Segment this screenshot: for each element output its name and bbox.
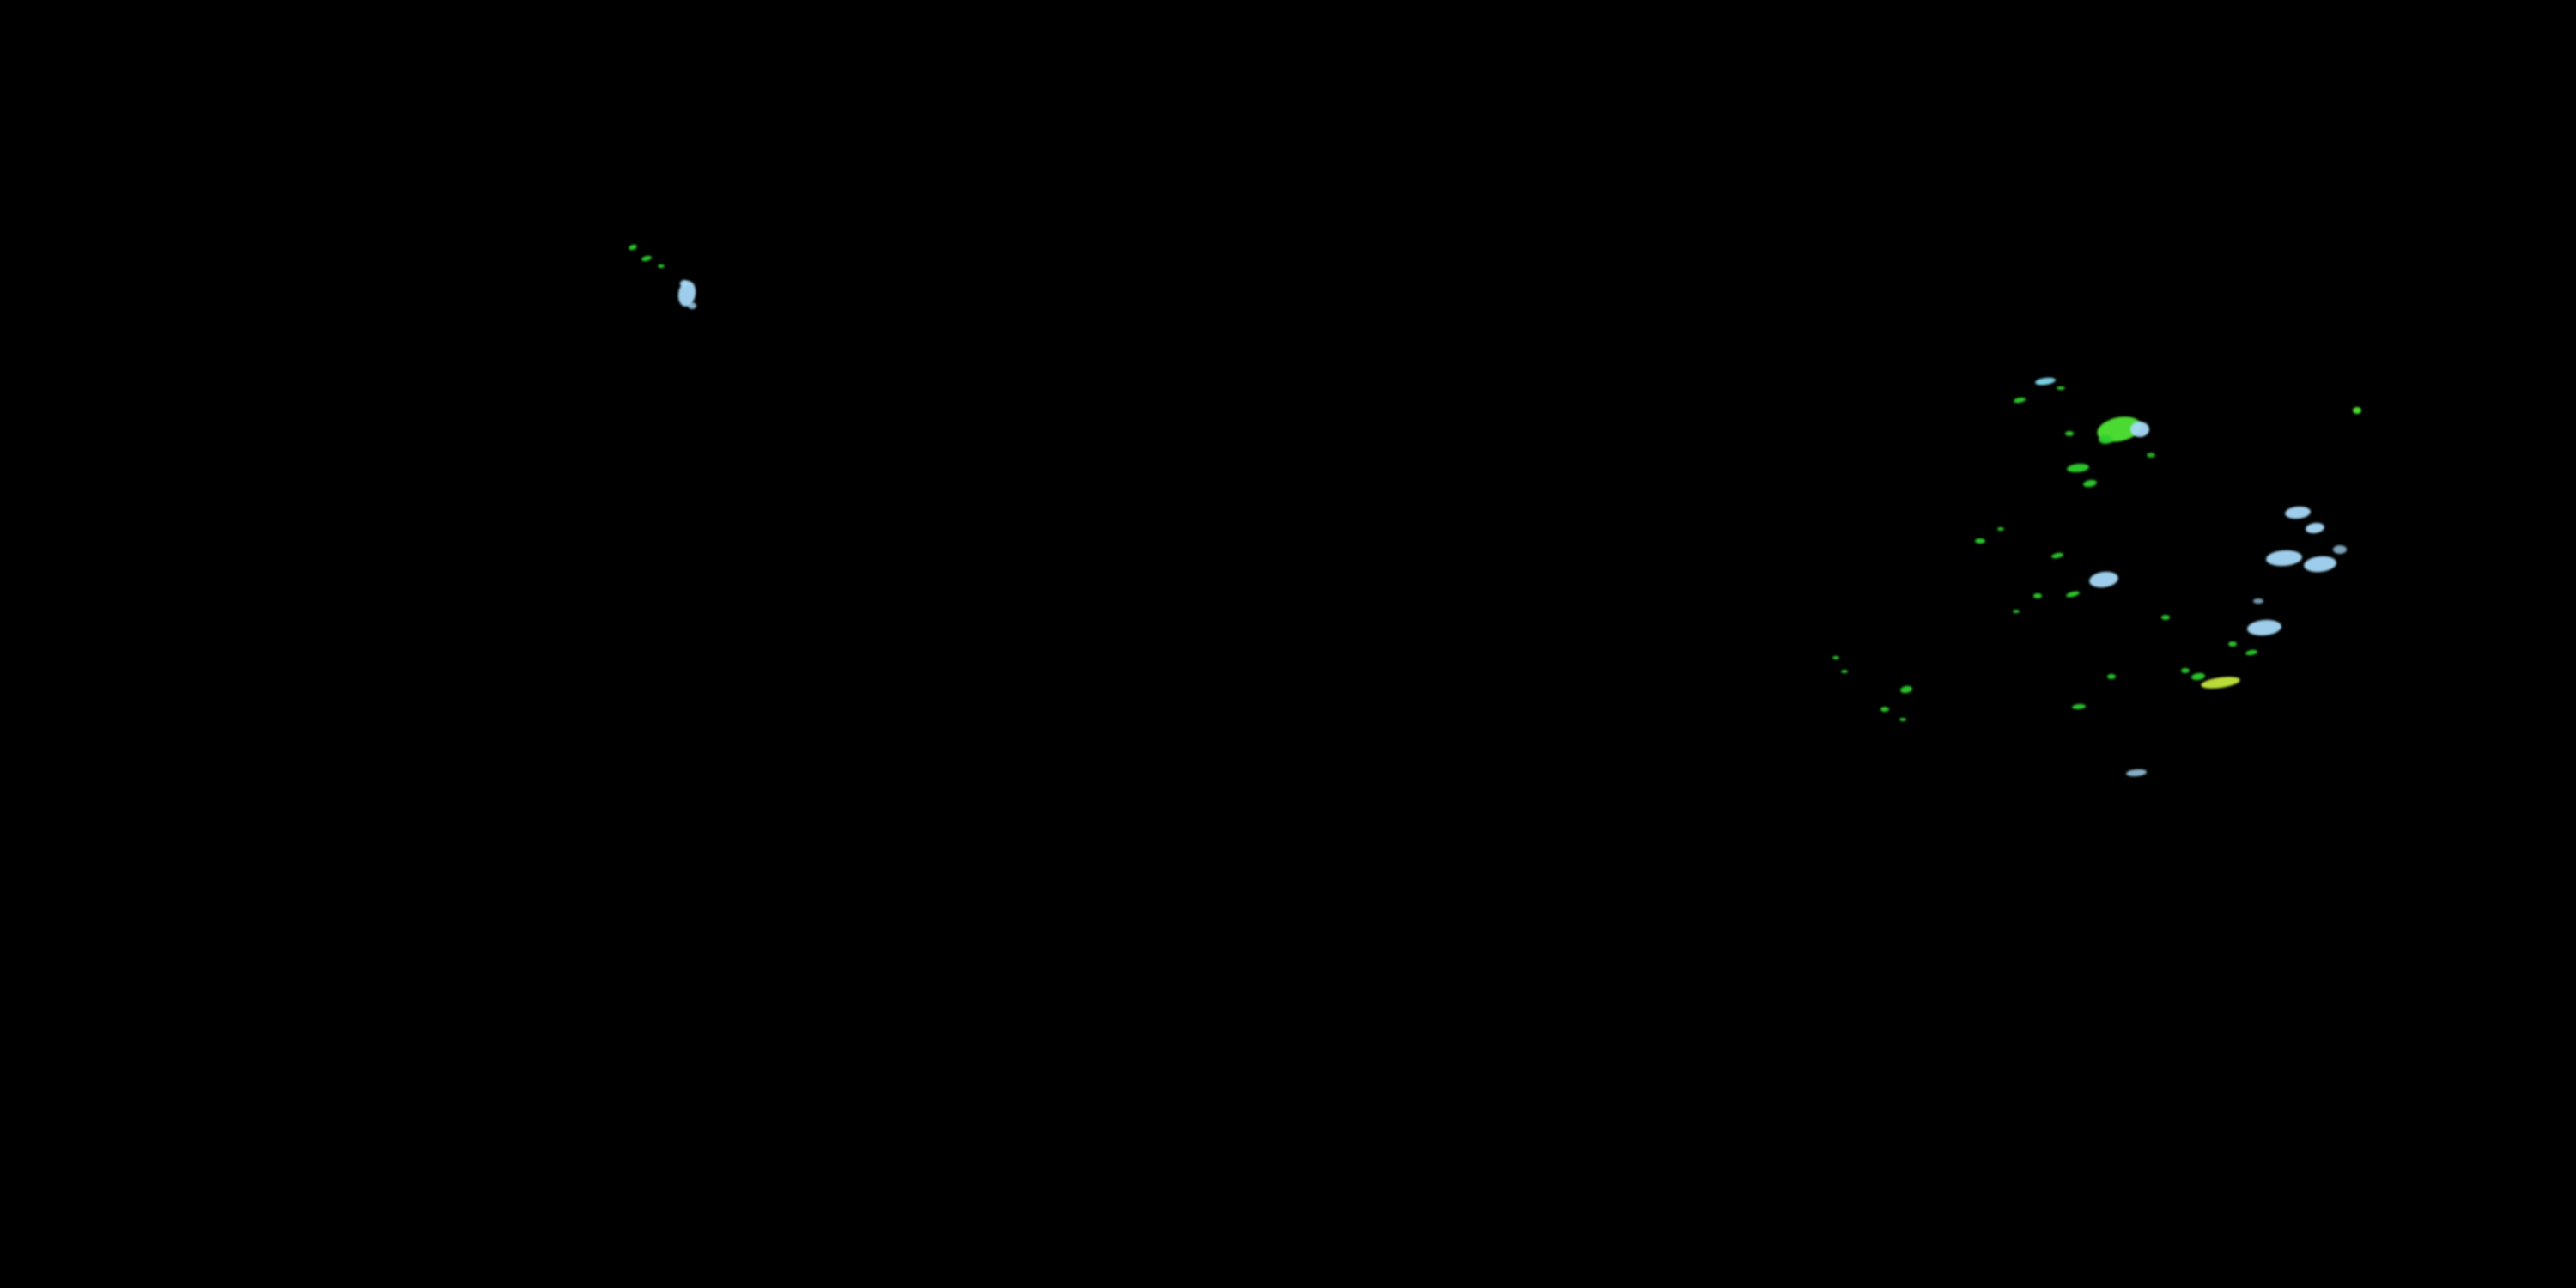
radar-echo-blob xyxy=(2126,769,2147,777)
radar-echo-blob xyxy=(2067,463,2089,473)
radar-echo-blob xyxy=(677,281,696,307)
radar-echo-blob xyxy=(2013,610,2020,613)
radar-echo-blob xyxy=(2253,598,2263,604)
radar-echo-blob xyxy=(1880,707,1889,712)
radar-echo-blob xyxy=(658,264,665,268)
radar-echo-blob xyxy=(2051,552,2063,559)
radar-echo-blob xyxy=(2033,593,2042,598)
radar-echo-blob xyxy=(2147,453,2155,458)
radar-echo-blob xyxy=(2014,397,2026,404)
radar-echo-blob xyxy=(2191,672,2205,681)
radar-echo-blob xyxy=(1975,538,1985,544)
radar-echo-blob xyxy=(2130,422,2149,437)
radar-echo-blob xyxy=(1899,718,1906,721)
radar-echo-blob xyxy=(2247,619,2281,636)
radar-echo-blob xyxy=(2097,416,2142,442)
radar-echo-blob xyxy=(629,244,637,251)
radar-echo-blob xyxy=(2245,649,2257,656)
radar-echo-blob xyxy=(2065,431,2074,436)
radar-echo-blob xyxy=(2353,407,2361,414)
radar-echo-blob xyxy=(2099,435,2112,444)
radar-echo-blob xyxy=(2035,377,2056,386)
radar-echo-blob xyxy=(1900,685,1912,694)
radar-echo-blob xyxy=(2285,506,2311,519)
radar-echo-blob xyxy=(2083,479,2097,488)
radar-echo-blob xyxy=(2057,386,2065,390)
radar-echo-blob xyxy=(2333,545,2347,554)
radar-echo-blob xyxy=(2066,591,2080,598)
radar-echo-blob xyxy=(2201,677,2240,689)
radar-echo-blob xyxy=(1832,656,1839,659)
radar-echo-blob xyxy=(1997,527,2004,531)
radar-echo-blob xyxy=(2306,522,2324,534)
radar-echo-blob xyxy=(2107,674,2116,679)
radar-echo-group xyxy=(629,244,2361,777)
radar-echo-blob xyxy=(2072,703,2086,710)
radar-echo-blob xyxy=(2089,571,2118,588)
radar-echo-blob xyxy=(688,302,696,309)
radar-echo-blob xyxy=(641,255,652,262)
radar-echo-blob xyxy=(2181,668,2190,673)
radar-echo-blob xyxy=(2266,550,2302,567)
radar-echo-blob xyxy=(680,280,689,287)
radar-echo-blob xyxy=(1841,670,1848,673)
radar-echo-blob xyxy=(2304,556,2336,573)
radar-echo-blob xyxy=(2228,641,2237,647)
radar-echo-blob xyxy=(2161,615,2170,620)
